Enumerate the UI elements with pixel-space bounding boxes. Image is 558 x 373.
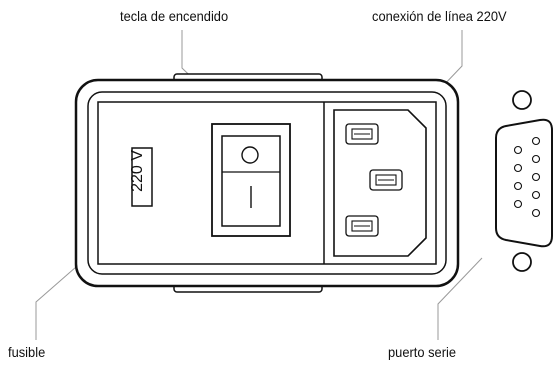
serial-connector-shell bbox=[495, 118, 553, 248]
label-serial-port: puerto serie bbox=[388, 344, 457, 360]
power-switch[interactable] bbox=[211, 123, 291, 237]
fuse-holder: 220 V bbox=[129, 147, 153, 207]
serial-pins bbox=[513, 136, 541, 218]
socket-pin-middle bbox=[369, 169, 403, 191]
serial-screw-bottom bbox=[512, 252, 532, 272]
label-line-connection: conexión de línea 220V bbox=[372, 8, 507, 24]
leader-fuse bbox=[35, 259, 85, 340]
switch-off-symbol-icon bbox=[241, 146, 259, 164]
serial-port[interactable] bbox=[495, 90, 553, 272]
socket-pin-bottom bbox=[345, 215, 379, 237]
fuse-voltage-text: 220 V bbox=[129, 150, 146, 192]
leader-serial-port bbox=[437, 257, 483, 340]
socket-pin-top bbox=[345, 123, 379, 145]
fuse-voltage-box bbox=[131, 147, 153, 207]
label-fuse: fusible bbox=[8, 344, 46, 360]
serial-screw-top bbox=[512, 90, 532, 110]
power-module: 220 V bbox=[74, 73, 460, 293]
label-power-switch: tecla de encendido bbox=[120, 8, 229, 24]
line-socket[interactable] bbox=[333, 109, 427, 257]
